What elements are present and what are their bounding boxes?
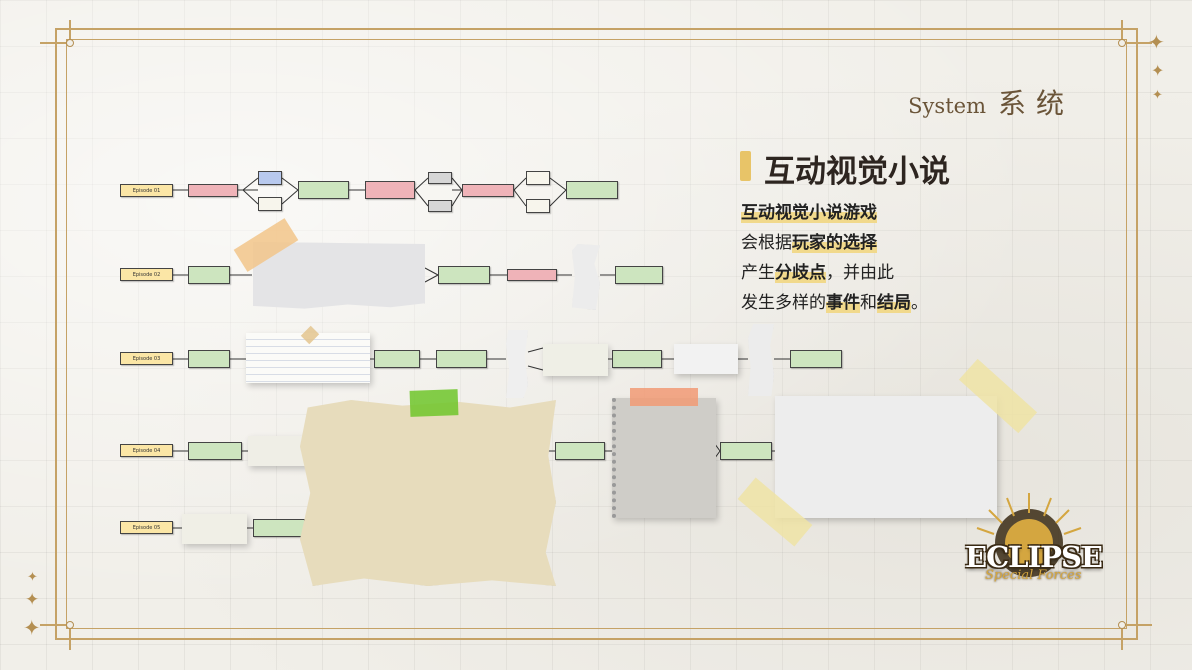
title-marker bbox=[740, 151, 751, 181]
textured-paper bbox=[775, 396, 997, 518]
sparkle-icon: ✦ bbox=[1151, 61, 1165, 80]
flow-node bbox=[615, 266, 663, 284]
flow-node bbox=[438, 266, 490, 284]
frame-corner-bar bbox=[1124, 42, 1152, 44]
flow-node bbox=[526, 171, 550, 185]
flow-node bbox=[365, 181, 415, 199]
sparkle-icon: ✦ bbox=[23, 616, 41, 640]
page-title: 互动视觉小说 bbox=[764, 154, 950, 190]
frame-corner-dot bbox=[66, 39, 74, 47]
episode-node-4: Episode 04 bbox=[120, 444, 173, 457]
logo-title: ECLIPSE bbox=[965, 540, 1103, 574]
flow-node bbox=[720, 442, 772, 460]
paper-scrap bbox=[253, 242, 425, 309]
logo-subtitle: Special Forces bbox=[985, 568, 1082, 583]
outer-frame bbox=[55, 28, 1138, 640]
section-label: System 系统 bbox=[908, 82, 1074, 122]
episode-node-3: Episode 03 bbox=[120, 352, 173, 365]
description: 互动视觉小说游戏 会根据玩家的选择 产生分歧点，并由此 发生多样的事件和结局。 bbox=[741, 198, 928, 318]
paper-scrap bbox=[572, 244, 600, 310]
inner-frame bbox=[66, 39, 1127, 629]
section-label-en: System bbox=[908, 94, 986, 118]
frame-corner-bar bbox=[69, 20, 71, 44]
flow-node bbox=[188, 266, 230, 284]
episode-node-5: Episode 05 bbox=[120, 521, 173, 534]
flow-node bbox=[428, 200, 452, 212]
tape-strip bbox=[409, 389, 459, 417]
flow-node bbox=[507, 269, 557, 281]
flow-node bbox=[526, 199, 550, 213]
frame-corner-bar bbox=[1121, 20, 1123, 44]
flow-node bbox=[188, 350, 230, 368]
frame-corner-bar bbox=[40, 624, 68, 626]
frame-corner-bar bbox=[69, 626, 71, 650]
frame-corner-bar bbox=[40, 42, 68, 44]
flow-node bbox=[612, 350, 662, 368]
flow-node bbox=[374, 350, 420, 368]
paper-scrap bbox=[674, 344, 738, 374]
eclipse-logo bbox=[976, 493, 1082, 577]
desc-line-2: 会根据玩家的选择 bbox=[741, 233, 877, 253]
frame-corner-bar bbox=[1124, 624, 1152, 626]
frame-corner-dot bbox=[1118, 621, 1126, 629]
frame-corner-dot bbox=[1118, 39, 1126, 47]
frame-corner-bar bbox=[1121, 626, 1123, 650]
torn-paper-large bbox=[300, 400, 556, 586]
flow-node bbox=[555, 442, 605, 460]
paper-scrap bbox=[748, 324, 774, 396]
flow-node bbox=[188, 442, 242, 460]
sparkle-icon: ✦ bbox=[25, 590, 40, 610]
sparkle-icon: ✦ bbox=[1152, 88, 1163, 103]
frame-corner-dot bbox=[66, 621, 74, 629]
tape-strip bbox=[630, 388, 698, 406]
episode-node-2: Episode 02 bbox=[120, 268, 173, 281]
episode-node-1: Episode 01 bbox=[120, 184, 173, 197]
flow-node bbox=[258, 171, 282, 185]
paper-scrap bbox=[506, 330, 528, 398]
notepad-paper bbox=[612, 398, 716, 518]
flow-node bbox=[436, 350, 487, 368]
sparkle-icon: ✦ bbox=[1148, 30, 1165, 54]
desc-line-4: 发生多样的事件和结局。 bbox=[741, 293, 928, 313]
flow-node bbox=[298, 181, 349, 199]
sparkle-icon: ✦ bbox=[27, 570, 38, 585]
flow-node bbox=[566, 181, 618, 199]
flow-node bbox=[428, 172, 452, 184]
flow-node bbox=[188, 184, 238, 197]
flow-node bbox=[258, 197, 282, 211]
flow-node bbox=[790, 350, 842, 368]
paper-scrap bbox=[543, 344, 608, 376]
paper-scrap bbox=[182, 514, 247, 544]
desc-line-3: 产生分歧点，并由此 bbox=[741, 263, 894, 283]
desc-line-1: 互动视觉小说游戏 bbox=[741, 203, 877, 223]
flow-node bbox=[253, 519, 305, 537]
section-label-zh: 系统 bbox=[997, 87, 1074, 120]
flow-node bbox=[462, 184, 514, 197]
